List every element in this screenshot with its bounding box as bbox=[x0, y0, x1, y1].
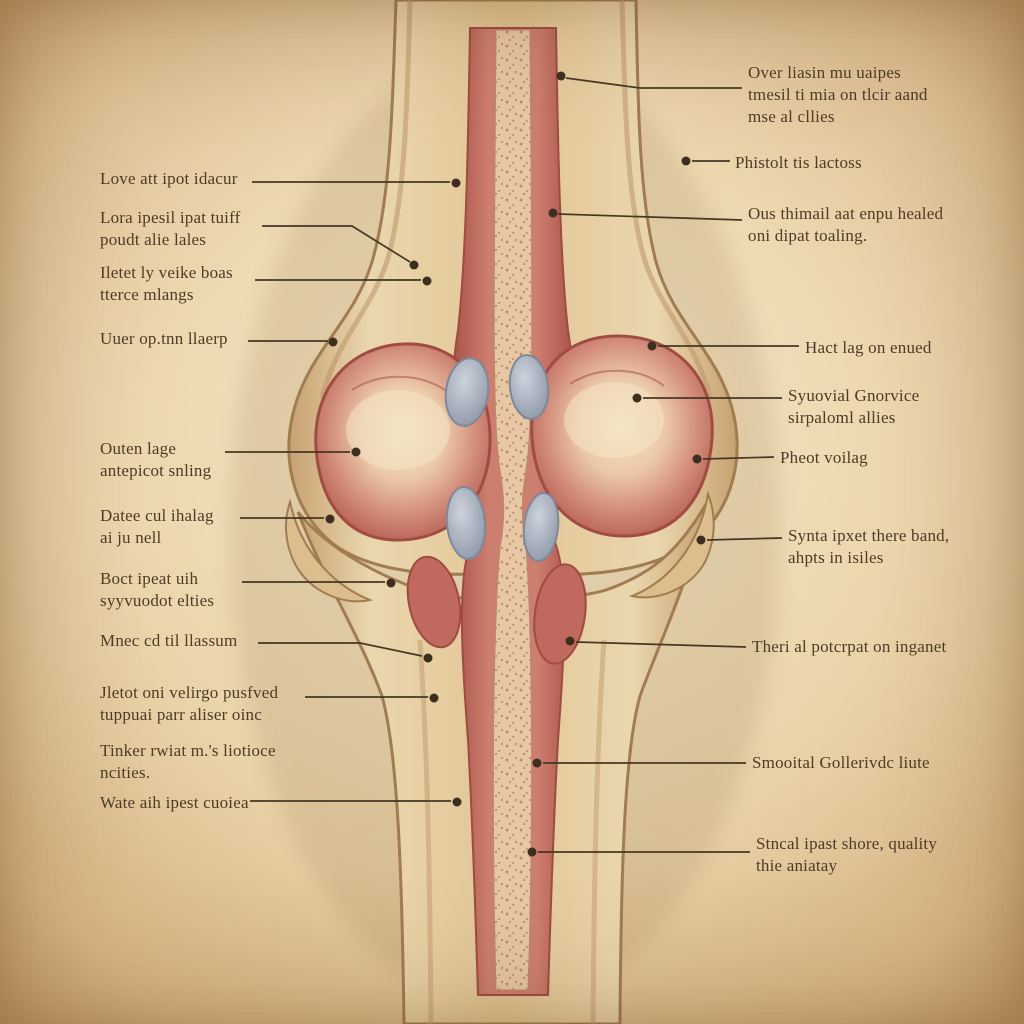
label-right-6: Pheot voilag bbox=[780, 448, 868, 467]
label-left-5: Outen lage antepicot snling bbox=[100, 439, 212, 481]
label-right-10: Stncal ipast shore, quality thie aniatay bbox=[756, 834, 938, 876]
label-left-9: Jletot oni velirgo pusfved tuppuai parr … bbox=[100, 683, 279, 725]
lateral-flap-right bbox=[628, 490, 715, 599]
label-right-8: Theri al potcrpat on inganet bbox=[752, 637, 947, 656]
label-left-1: Love att ipot idacur bbox=[100, 169, 238, 188]
label-right-2: Phistolt tis lactoss bbox=[735, 153, 862, 172]
label-left-7: Boct ipeat uih syyvuodot elties bbox=[100, 569, 215, 611]
lateral-flap-left bbox=[284, 498, 374, 603]
label-right-1: Over liasin mu uaipes tmesil ti mia on t… bbox=[748, 63, 928, 127]
label-left-8: Mnec cd til llassum bbox=[100, 631, 238, 650]
label-left-3: Iletet ly veike boas tterce mlangs bbox=[100, 263, 233, 305]
cartilage-teardrops bbox=[444, 354, 560, 562]
label-right-3: Ous thimail aat enpu healed oni dipat to… bbox=[748, 204, 944, 246]
label-left-6: Datee cul ihalag ai ju nell bbox=[100, 506, 214, 548]
lower-bone-cortex-line-right bbox=[590, 639, 607, 1024]
condyle-right-contour bbox=[569, 369, 665, 387]
condyle-right-sheen bbox=[564, 382, 664, 458]
marrow-core bbox=[492, 29, 533, 991]
condyle-left-sheen bbox=[346, 390, 450, 470]
label-left-11: Wate aih ipest cuoiea bbox=[100, 793, 249, 812]
label-left-4: Uuer op.tnn llaerp bbox=[100, 329, 228, 348]
label-right-4: Hact lag on enued bbox=[805, 338, 932, 357]
condyle-left-contour bbox=[351, 375, 449, 393]
label-left-2: Lora ipesil ipat tuiff poudt alie lales bbox=[100, 208, 241, 250]
label-right-5: Syuovial Gnorvice sirpaloml allies bbox=[788, 386, 920, 428]
label-right-7: Synta ipxet there band, ahpts in isiles bbox=[788, 526, 950, 568]
red-tongue-left bbox=[406, 555, 462, 649]
label-left-10: Tinker rwiat m.'s liotioce ncities. bbox=[100, 741, 276, 783]
upper-bone-cortex-line-left bbox=[319, 0, 413, 399]
leader-lines bbox=[225, 71, 799, 857]
upper-bone-cortex-line-right bbox=[619, 0, 713, 399]
label-right-9: Smooital Gollerivdc liute bbox=[752, 753, 930, 772]
lower-bone-cortex-line-left bbox=[417, 639, 434, 1024]
